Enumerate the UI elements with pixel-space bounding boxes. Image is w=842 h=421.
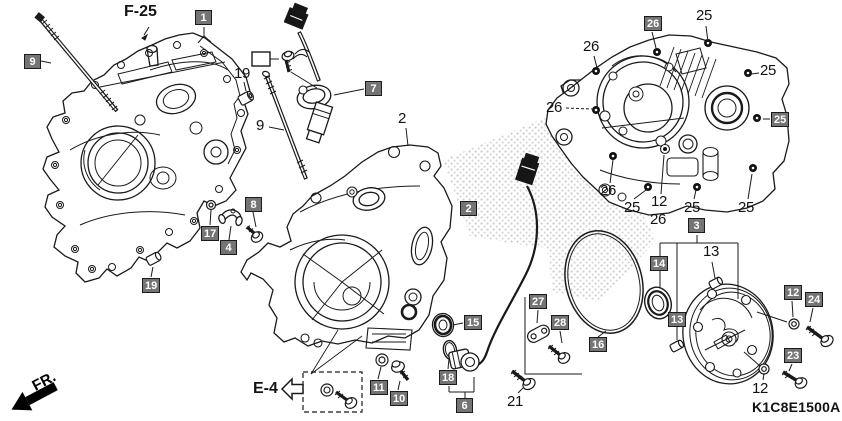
label-26-under12: 26: [650, 211, 666, 228]
oil-pipe-4: [218, 208, 243, 227]
callout-box-9[interactable]: 9: [24, 54, 41, 69]
dipstick-drawing: [283, 2, 334, 144]
label-9-stud: 9: [256, 117, 264, 134]
bolt-24: [805, 325, 834, 348]
label-25-top: 25: [696, 7, 712, 24]
callout-box-10[interactable]: 10: [390, 391, 409, 406]
callout-box-1[interactable]: 1: [195, 10, 212, 25]
right-crankcase-half-drawing: [240, 144, 453, 351]
flange-bolt-top: [281, 50, 295, 73]
o-ring-16: [564, 230, 644, 334]
dowel-pin-13b: [669, 339, 685, 353]
label-25-right: 25: [760, 62, 776, 79]
callout-box-25[interactable]: 25: [771, 112, 790, 127]
diagram-code: K1C8E1500A: [752, 399, 841, 415]
callout-box-7[interactable]: 7: [365, 81, 382, 96]
callout-box-26[interactable]: 26: [644, 16, 663, 31]
label-26-bottomleft: 26: [600, 182, 616, 199]
stud-bolt-9b: [262, 70, 308, 180]
label-25-bottom1: 25: [624, 199, 640, 216]
bushing-19-top: [237, 90, 255, 106]
label-26-topleft: 26: [583, 38, 599, 55]
stud-bolt-9a: [34, 12, 119, 113]
washer-12a: [788, 318, 800, 330]
label-26-left: 26: [546, 99, 562, 116]
callout-box-14[interactable]: 14: [650, 256, 669, 271]
label-21-bolt: 21: [507, 393, 523, 410]
callout-box-2[interactable]: 2: [460, 201, 477, 216]
callout-box-6[interactable]: 6: [456, 398, 473, 413]
callout-box-13[interactable]: 13: [668, 312, 687, 327]
callout-box-24[interactable]: 24: [805, 292, 824, 307]
callout-box-28[interactable]: 28: [551, 315, 570, 330]
left-crankcase-drawing: [42, 32, 252, 283]
oil-seal-15: [431, 312, 455, 338]
callout-box-19[interactable]: 19: [142, 278, 161, 293]
callout-box-4[interactable]: 4: [220, 240, 237, 255]
drain-bolt-10: [391, 360, 410, 382]
washer-17: [205, 199, 217, 211]
callout-box-12[interactable]: 12: [784, 285, 803, 300]
front-marker: FR.: [6, 366, 76, 416]
callout-box-11[interactable]: 11: [370, 380, 388, 395]
callout-box-3[interactable]: 3: [688, 218, 705, 233]
dowel-pin-13a: [708, 276, 724, 290]
leader-lines: [40, 25, 814, 398]
label-19-top: 19: [234, 65, 250, 82]
front-direction-arrow: [11, 382, 58, 411]
label-12-washer: 12: [752, 380, 768, 397]
label-12-cover: 12: [651, 193, 667, 210]
e4-detail-group: [280, 329, 363, 413]
callout-box-17[interactable]: 17: [201, 226, 220, 241]
dowel-pin-19-bottom: [145, 251, 162, 266]
clamp-plate-27: [526, 324, 550, 343]
front-marker-label: FR.: [29, 368, 59, 395]
label-25-bottom2: 25: [684, 199, 700, 216]
callout-box-15[interactable]: 15: [464, 315, 483, 330]
washer-11: [375, 353, 389, 367]
frame-ref-label: F-25: [124, 3, 157, 20]
washer-12b: [758, 363, 770, 375]
callout-box-18[interactable]: 18: [439, 370, 458, 385]
callout-box-27[interactable]: 27: [529, 294, 548, 309]
label-2-case: 2: [398, 110, 406, 127]
oil-pressure-fitting-6: [448, 348, 480, 372]
crankcase-cover-drawing: [545, 34, 790, 216]
oil-pump-cover-drawing: [682, 283, 774, 385]
callout-box-16[interactable]: 16: [589, 337, 608, 352]
wire-harness-drawing: [472, 152, 540, 368]
label-25-bottom3: 25: [738, 199, 754, 216]
engine-ref-label: E-4: [253, 380, 278, 397]
callout-box-23[interactable]: 23: [784, 348, 803, 363]
oil-seal-14: [643, 286, 673, 320]
bolt-8: [245, 225, 264, 243]
bolt-23: [781, 370, 808, 389]
callout-box-8[interactable]: 8: [245, 197, 262, 212]
label-13-dowel: 13: [703, 243, 719, 260]
blank-callout-frame: [251, 51, 279, 67]
bolt-28: [547, 344, 571, 364]
banjo-bolt-21: [510, 369, 536, 391]
